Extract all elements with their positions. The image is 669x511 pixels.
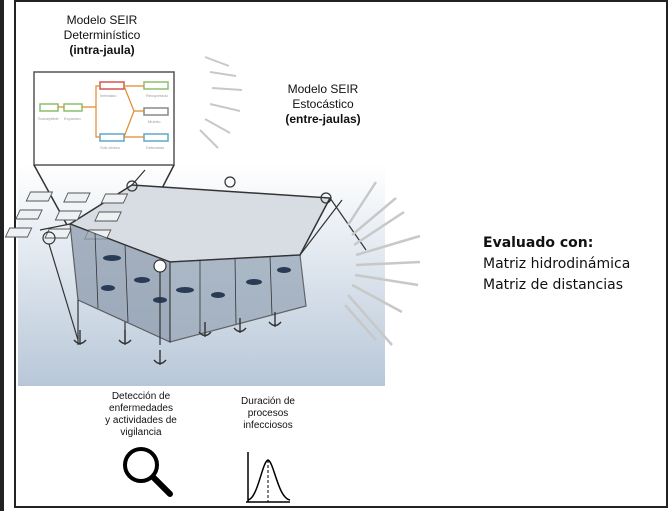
svg-text:Muerto: Muerto <box>148 119 161 124</box>
figure-frame <box>14 0 668 508</box>
svg-text:Susceptible: Susceptible <box>38 116 59 121</box>
evaluation-item: Matriz hidrodinámica <box>483 256 631 272</box>
signal-arrows-top <box>199 56 243 149</box>
svg-text:Detectado: Detectado <box>146 145 165 150</box>
anchor-icons <box>73 312 282 365</box>
detection-label: Detección de enfermedades y actividades … <box>105 391 177 438</box>
stochastic-model-label: Modelo SEIR Estocástico (entre-jaulas) <box>285 82 361 126</box>
signal-arrows-right <box>344 181 421 346</box>
svg-text:Expuesto: Expuesto <box>64 116 81 121</box>
evaluation-heading: Evaluado con: <box>483 235 594 251</box>
magnifier-icon <box>123 447 173 497</box>
deterministic-model-label: Modelo SEIR Determinístico (intra-jaula) <box>63 13 141 57</box>
left-border <box>0 0 4 511</box>
sea-cage <box>4 169 367 365</box>
evaluation-item: Matriz de distancias <box>483 277 624 293</box>
evaluation-block: Evaluado con: Matriz hidrodinámica Matri… <box>483 233 630 296</box>
bell-curve-icon <box>246 452 291 503</box>
duration-label: Duración de procesos infecciosos <box>241 396 295 431</box>
svg-text:Sub-clínico: Sub-clínico <box>100 145 121 150</box>
svg-text:Infectado: Infectado <box>100 93 117 98</box>
svg-text:Recuperado: Recuperado <box>146 93 169 98</box>
